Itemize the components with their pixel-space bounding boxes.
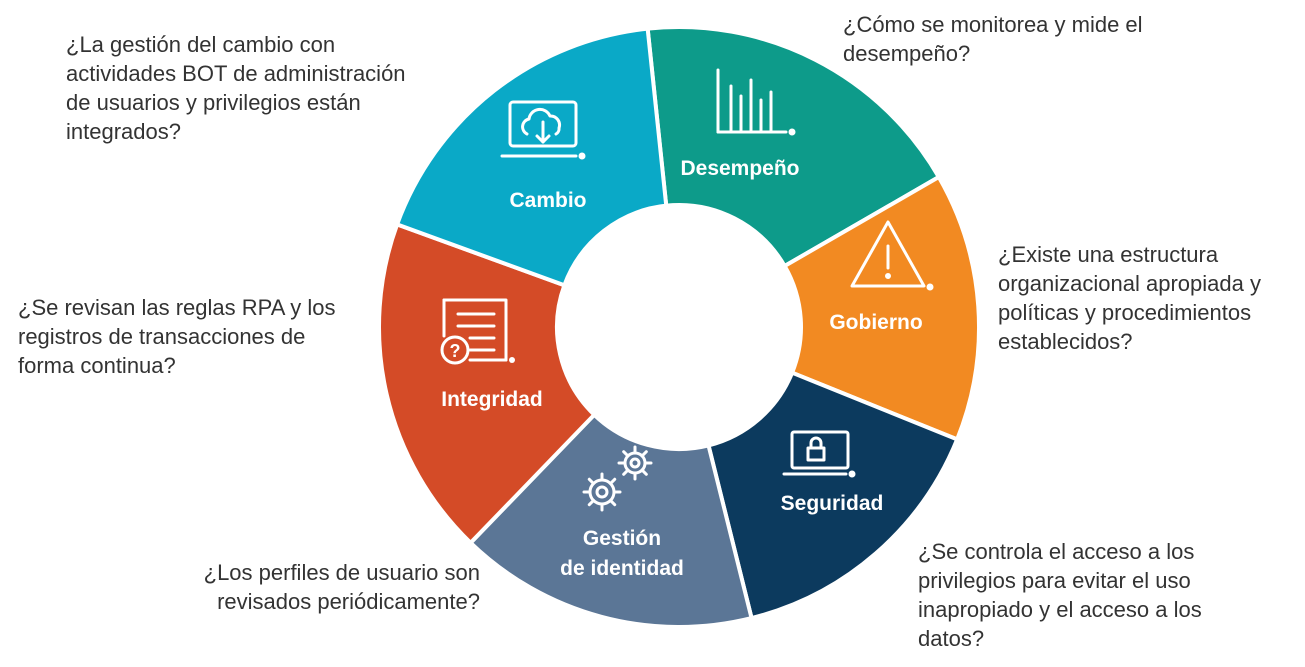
segment-label-cambio: Cambio bbox=[509, 189, 586, 212]
question-desempeno: ¿Cómo se monitorea y mide el desempeño? bbox=[843, 12, 1143, 66]
segment-label-gestion-line2: de identidad bbox=[560, 557, 684, 580]
gear-tooth bbox=[587, 498, 596, 507]
gear-tooth bbox=[622, 468, 630, 476]
bar-chart-icon bbox=[716, 68, 796, 136]
segment-label-gobierno: Gobierno bbox=[829, 311, 922, 334]
question-mark-glyph: ? bbox=[450, 341, 461, 361]
monitor-lock-icon bbox=[782, 430, 856, 478]
question-gobierno: ¿Existe una estructura organizacional ap… bbox=[998, 242, 1261, 354]
segment-label-integridad: Integridad bbox=[441, 388, 543, 411]
gear-tooth bbox=[622, 450, 630, 458]
gear-tooth bbox=[608, 498, 617, 507]
warning-triangle-icon bbox=[850, 220, 934, 291]
segment-label-gestion-line1: Gestión bbox=[583, 527, 661, 550]
segment-gobierno bbox=[781, 174, 981, 442]
gear-tooth bbox=[640, 468, 648, 476]
question-gestion: ¿Los perfiles de usuario son revisados p… bbox=[203, 560, 480, 614]
question-seguridad: ¿Se controla el acceso a los privilegios… bbox=[918, 539, 1202, 651]
monitor-cloud-download-icon bbox=[500, 100, 586, 160]
segment-seguridad bbox=[706, 370, 960, 621]
document-question-icon bbox=[440, 298, 515, 365]
gears-icon bbox=[582, 445, 653, 512]
segment-label-desempeno: Desempeño bbox=[680, 157, 799, 180]
segment-desempeno bbox=[645, 25, 942, 269]
gear-tooth bbox=[640, 450, 648, 458]
segment-integridad bbox=[377, 221, 598, 546]
segment-gestion bbox=[467, 411, 755, 629]
gear-tooth bbox=[608, 477, 617, 486]
gear-tooth bbox=[587, 477, 596, 486]
question-integridad: ¿Se revisan las reglas RPA y los registr… bbox=[18, 295, 336, 378]
question-cambio: ¿La gestión del cambio con actividades B… bbox=[66, 32, 406, 144]
segment-label-seguridad: Seguridad bbox=[781, 492, 884, 515]
